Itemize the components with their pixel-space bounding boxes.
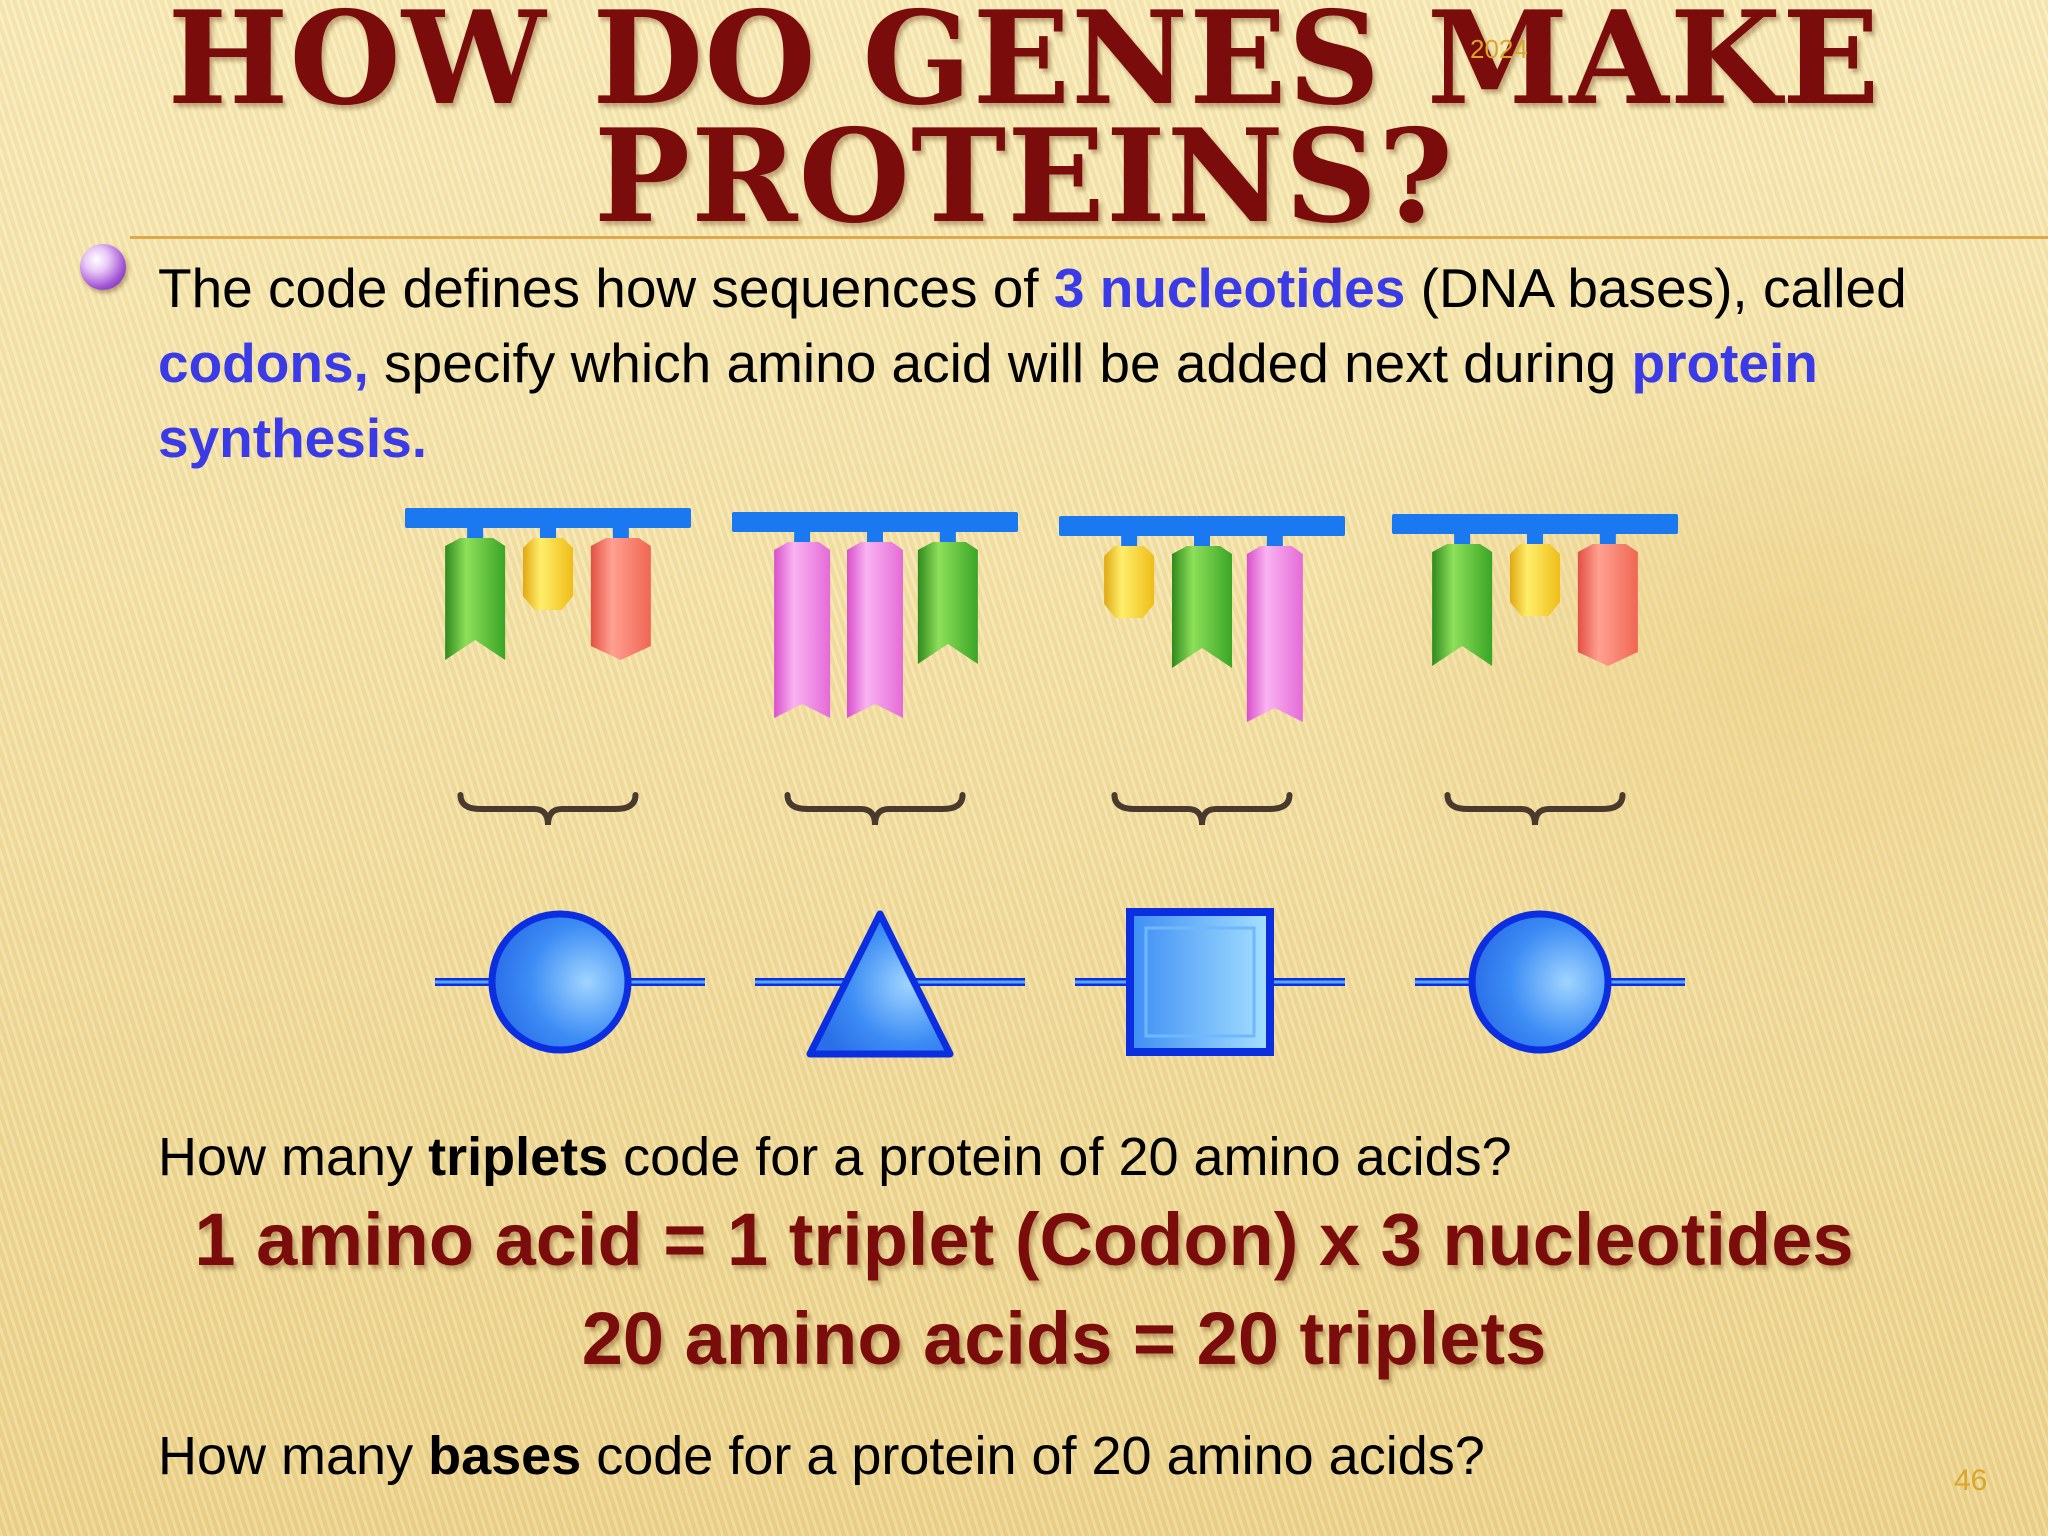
base-connector: [939, 532, 956, 544]
slide-date: 2024: [1470, 34, 1528, 64]
question-keyword-bases: bases: [428, 1426, 582, 1486]
term-codons: codons,: [158, 332, 369, 394]
codon-1: [405, 508, 691, 660]
base-red: [590, 538, 651, 660]
bullet-sphere-icon: [80, 244, 126, 290]
base-connector: [867, 532, 883, 544]
base-connector: [1266, 536, 1283, 548]
page-number: 46: [1954, 1464, 1988, 1497]
codon-2: [732, 512, 1018, 718]
base-connector: [1454, 534, 1471, 546]
codon-backbone: [1059, 516, 1345, 536]
amino-circle: [1468, 910, 1612, 1054]
question-keyword-triplets: triplets: [428, 1127, 609, 1187]
title-line-2: PROTEINS?: [593, 102, 1455, 252]
question-text: code for a protein of 20 amino acids?: [608, 1127, 1512, 1187]
base-yellow: [523, 538, 573, 610]
question-triplets: How many triplets code for a protein of …: [158, 1126, 1512, 1188]
question-text: How many: [158, 1127, 429, 1187]
base-pink: [774, 542, 831, 718]
question-bases: How many bases code for a protein of 20 …: [158, 1425, 1485, 1487]
bullet-text: The code defines how sequences of 3 nucl…: [158, 251, 2028, 476]
title-line-1: HOW DO GENES MAKE: [167, 0, 1881, 134]
amino-triangle: [806, 910, 954, 1058]
amino-acid-circle: [435, 910, 705, 1054]
amino-acid-circle: [1415, 910, 1685, 1054]
amino-square: [1126, 908, 1274, 1056]
base-green: [1172, 546, 1232, 668]
base-red: [1577, 544, 1638, 666]
codon-brace: [784, 792, 966, 826]
base-connector: [794, 532, 811, 544]
amino-acid-triangle: [755, 910, 1025, 1058]
base-yellow: [1510, 544, 1560, 616]
slide-title: HOW DO GENES MAKE PROTEINS?: [0, 0, 2048, 252]
bullet-text-segment: (DNA bases), called: [1405, 257, 1907, 319]
codon-brace: [1444, 792, 1626, 826]
base-pink: [1246, 546, 1303, 722]
base-connector: [1599, 534, 1616, 546]
term-protein-synthesis: protein synthesis: [158, 332, 1818, 469]
bullet-text-segment: specify which amino acid will be added n…: [368, 332, 1632, 394]
amino-acid-square: [1075, 908, 1345, 1056]
answer-line-1: 1 amino acid = 1 triplet (Codon) x 3 nuc…: [194, 1198, 1854, 1281]
codon-3: [1059, 516, 1345, 722]
bullet-period: .: [411, 407, 428, 469]
base-yellow: [1104, 546, 1155, 618]
base-connector: [540, 528, 556, 540]
question-text: code for a protein of 20 amino acids?: [581, 1426, 1485, 1486]
amino-square-inner: [1144, 926, 1256, 1038]
codon-backbone: [405, 508, 691, 528]
amino-circle: [488, 910, 632, 1054]
codon-4: [1392, 514, 1678, 666]
base-pink: [847, 542, 903, 718]
codon-backbone: [732, 512, 1018, 532]
term-nucleotides: 3 nucleotides: [1053, 257, 1406, 319]
codon-backbone: [1392, 514, 1678, 534]
base-connector: [1121, 536, 1138, 548]
codon-brace: [457, 792, 639, 826]
question-text: How many: [158, 1426, 429, 1486]
base-green: [917, 542, 978, 664]
bullet-paragraph: The code defines how sequences of 3 nucl…: [158, 251, 2028, 476]
base-connector: [612, 528, 629, 540]
codon-brace: [1111, 792, 1293, 826]
base-green: [445, 538, 506, 660]
base-connector: [1194, 536, 1210, 548]
base-green: [1432, 544, 1493, 666]
answer-line-2: 20 amino acids = 20 triplets: [581, 1297, 1547, 1380]
base-connector: [467, 528, 484, 540]
title-divider: [130, 236, 2048, 239]
base-connector: [1527, 534, 1543, 546]
bullet-text-segment: The code defines how sequences of: [158, 257, 1054, 319]
